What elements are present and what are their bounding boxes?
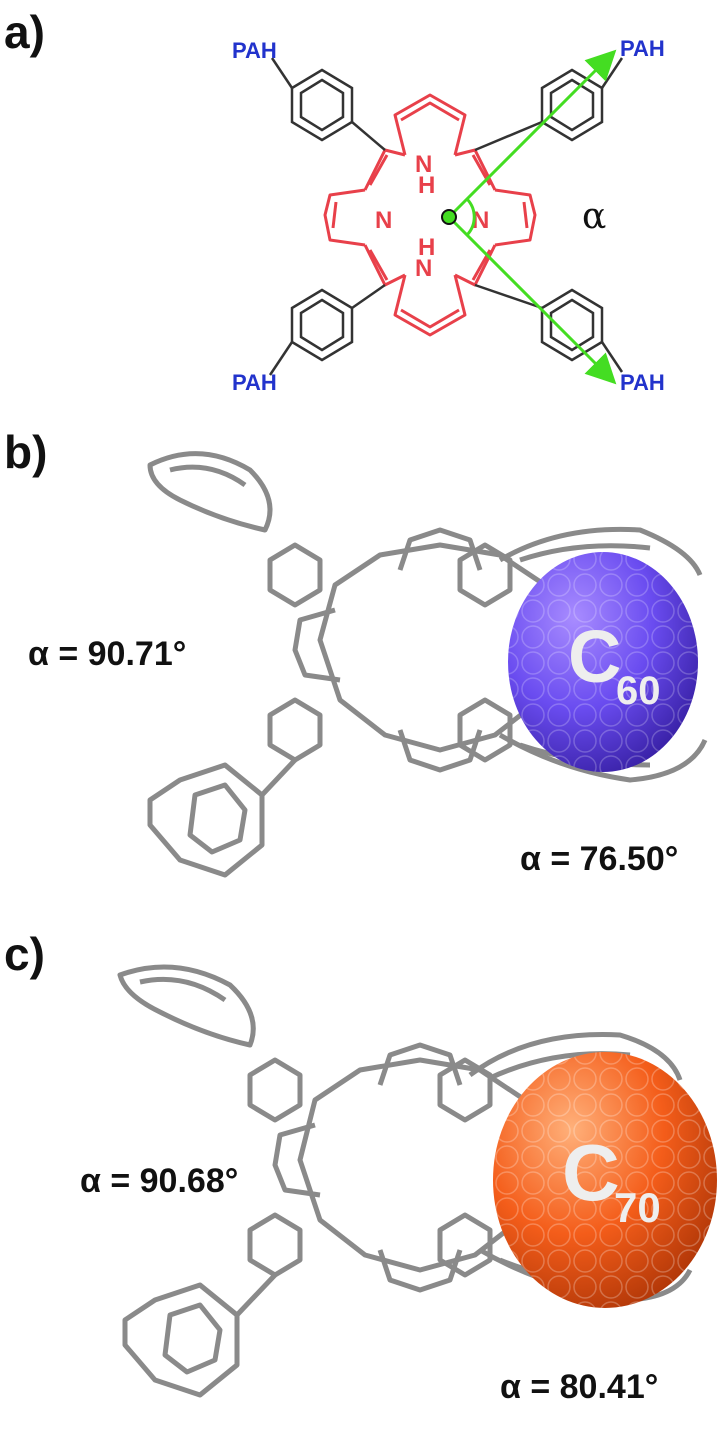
panel-b: b) C bbox=[4, 426, 708, 878]
porphyrin-core bbox=[323, 93, 537, 337]
atom-n-left: N bbox=[375, 207, 392, 234]
panel-c-angle-right: α = 80.41° bbox=[500, 1368, 658, 1406]
angle-arrows bbox=[447, 49, 617, 385]
fullerene-c70-symbol: C bbox=[562, 1128, 620, 1217]
pah-label-top-left: PAH bbox=[232, 38, 277, 63]
panel-b-label: b) bbox=[4, 426, 47, 478]
atom-nh-top-h: H bbox=[418, 172, 435, 199]
fullerene-c70: C 70 bbox=[493, 1052, 717, 1308]
panel-c: c) C 70 α = 90.68° bbox=[4, 928, 717, 1406]
panel-c-angle-left: α = 90.68° bbox=[80, 1162, 238, 1200]
fullerene-c70-subscript: 70 bbox=[614, 1184, 661, 1231]
pah-label-top-right: PAH bbox=[620, 36, 665, 61]
panel-c-label: c) bbox=[4, 928, 45, 980]
atom-nh-top-n: N bbox=[415, 151, 432, 178]
panel-a: a) N H N N H N bbox=[4, 6, 665, 395]
atom-nh-bottom-n: N bbox=[415, 255, 432, 282]
atom-n-right: N bbox=[472, 207, 489, 234]
atom-nh-bottom-h: H bbox=[418, 234, 435, 261]
angle-alpha-symbol: α bbox=[582, 196, 606, 237]
fullerene-c60-subscript: 60 bbox=[616, 669, 661, 713]
center-point bbox=[441, 209, 457, 225]
pah-label-bottom-right: PAH bbox=[620, 370, 665, 395]
pah-label-bottom-left: PAH bbox=[232, 370, 277, 395]
panel-b-angle-left: α = 90.71° bbox=[28, 635, 186, 673]
panel-a-label: a) bbox=[4, 6, 45, 58]
fullerene-c60: C 60 bbox=[508, 552, 698, 772]
fullerene-c60-symbol: C bbox=[568, 615, 621, 698]
panel-b-angle-right: α = 76.50° bbox=[520, 840, 678, 878]
